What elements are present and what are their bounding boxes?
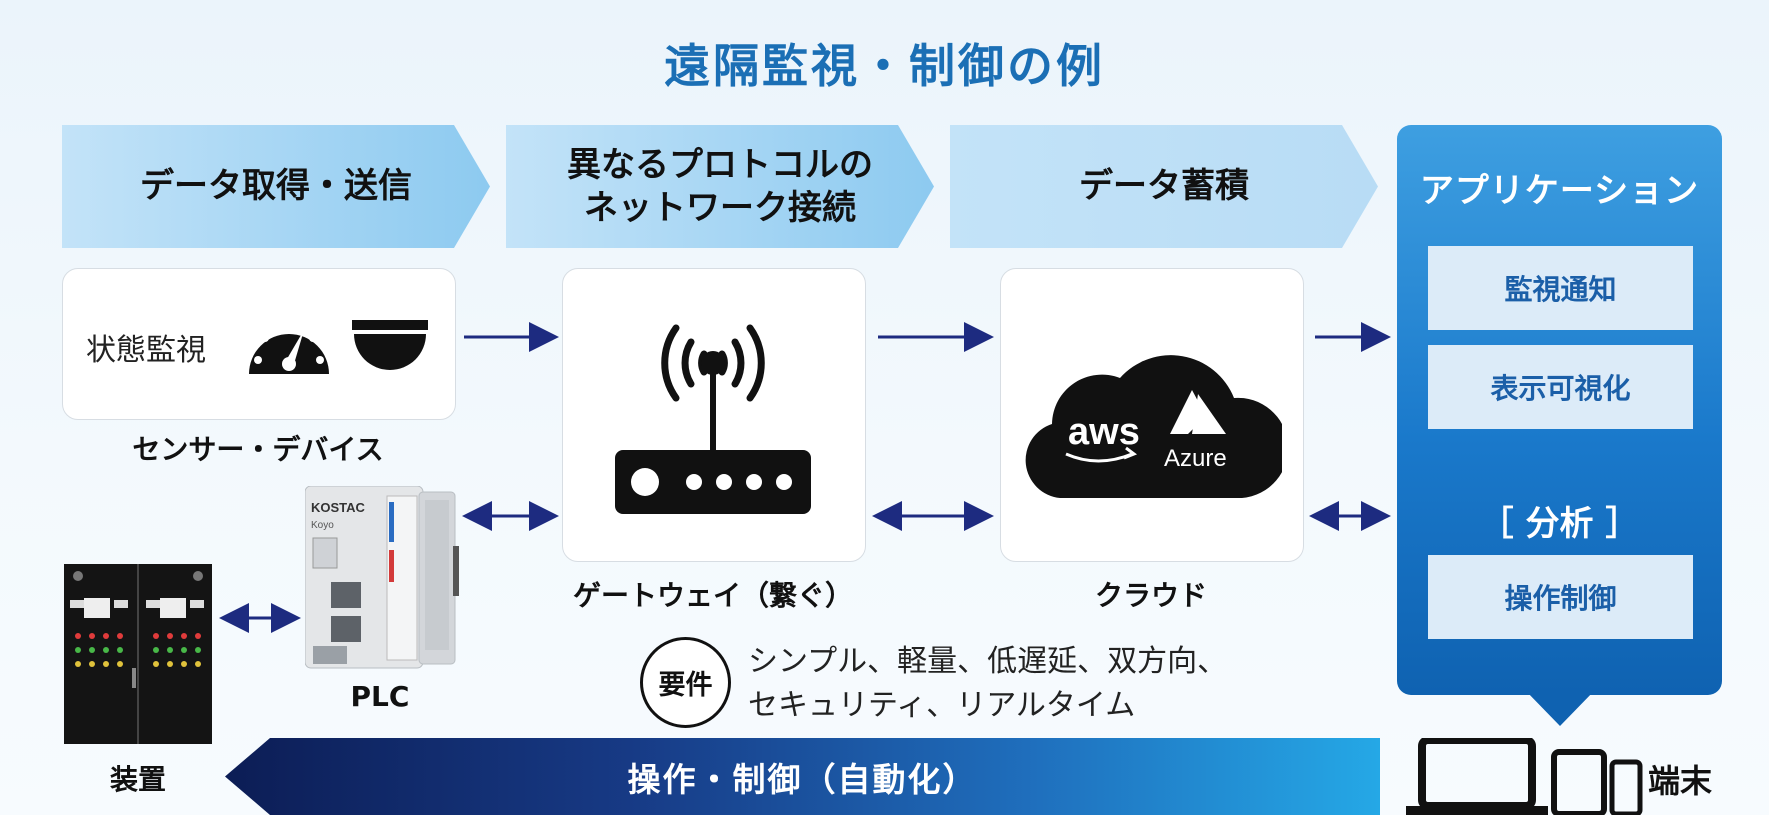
application-panel-pointer bbox=[1525, 690, 1595, 726]
stage-label-network-line1: 異なるプロトコルの bbox=[567, 145, 873, 185]
requirements-line-2: セキュリティ、リアルタイム bbox=[748, 688, 1136, 723]
gauge-icon bbox=[249, 324, 329, 374]
requirements-text: シンプル、軽量、低遅延、双方向、 セキュリティ、リアルタイム bbox=[748, 640, 1227, 728]
plc-device-image: KOSTAC Koyo bbox=[305, 486, 459, 669]
laptop-icon bbox=[1406, 738, 1548, 815]
equipment-caption: 装置 bbox=[109, 763, 166, 796]
stage-banner-storage: データ蓄積 bbox=[950, 125, 1378, 248]
requirements-badge: 要件 bbox=[640, 637, 731, 728]
terminal-label: 端末 bbox=[1648, 762, 1713, 800]
plc-brand-text: KOSTAC bbox=[311, 500, 366, 515]
cloud-caption: クラウド bbox=[1094, 579, 1207, 612]
requirements-line-1: シンプル、軽量、低遅延、双方向、 bbox=[748, 644, 1228, 679]
phone-icon bbox=[1609, 759, 1643, 815]
application-title: アプリケーション bbox=[1419, 171, 1700, 211]
app-item-monitoring-notification: 監視通知 bbox=[1428, 246, 1693, 330]
azure-logo-text: Azure bbox=[1164, 445, 1227, 472]
stage-label-storage: データ蓄積 bbox=[1079, 166, 1249, 207]
control-automation-bar: 操作・制御（自動化） bbox=[225, 738, 1380, 815]
sensor-status-text: 状態監視 bbox=[86, 333, 206, 368]
stage-banner-acquisition: データ取得・送信 bbox=[62, 125, 490, 248]
app-item-visualization: 表示可視化 bbox=[1428, 345, 1693, 429]
plc-sub-brand-text: Koyo bbox=[311, 520, 334, 531]
stage-label-network-line2: ネットワーク接続 bbox=[584, 187, 856, 228]
stage-banner-network: 異なるプロトコルの ネットワーク接続 bbox=[506, 125, 934, 248]
tablet-icon bbox=[1551, 749, 1607, 815]
plc-caption: PLC bbox=[350, 680, 410, 713]
gateway-caption: ゲートウェイ（繋ぐ） bbox=[572, 579, 853, 612]
stage-label-acquisition: データ取得・送信 bbox=[140, 166, 412, 207]
cloud-icon: aws Azure bbox=[1025, 355, 1282, 498]
terminal-devices bbox=[1406, 738, 1643, 815]
sensor-caption: センサー・デバイス bbox=[132, 433, 384, 466]
aws-logo-text: aws bbox=[1068, 411, 1140, 453]
router-icon bbox=[615, 324, 811, 514]
app-item-operation-control: 操作制御 bbox=[1428, 555, 1693, 639]
dome-camera-icon bbox=[352, 320, 428, 370]
equipment-cabinet-image bbox=[64, 564, 212, 744]
app-analysis-label: ［ 分析 ］ bbox=[1479, 504, 1640, 544]
page-title: 遠隔監視・制御の例 bbox=[664, 39, 1105, 93]
